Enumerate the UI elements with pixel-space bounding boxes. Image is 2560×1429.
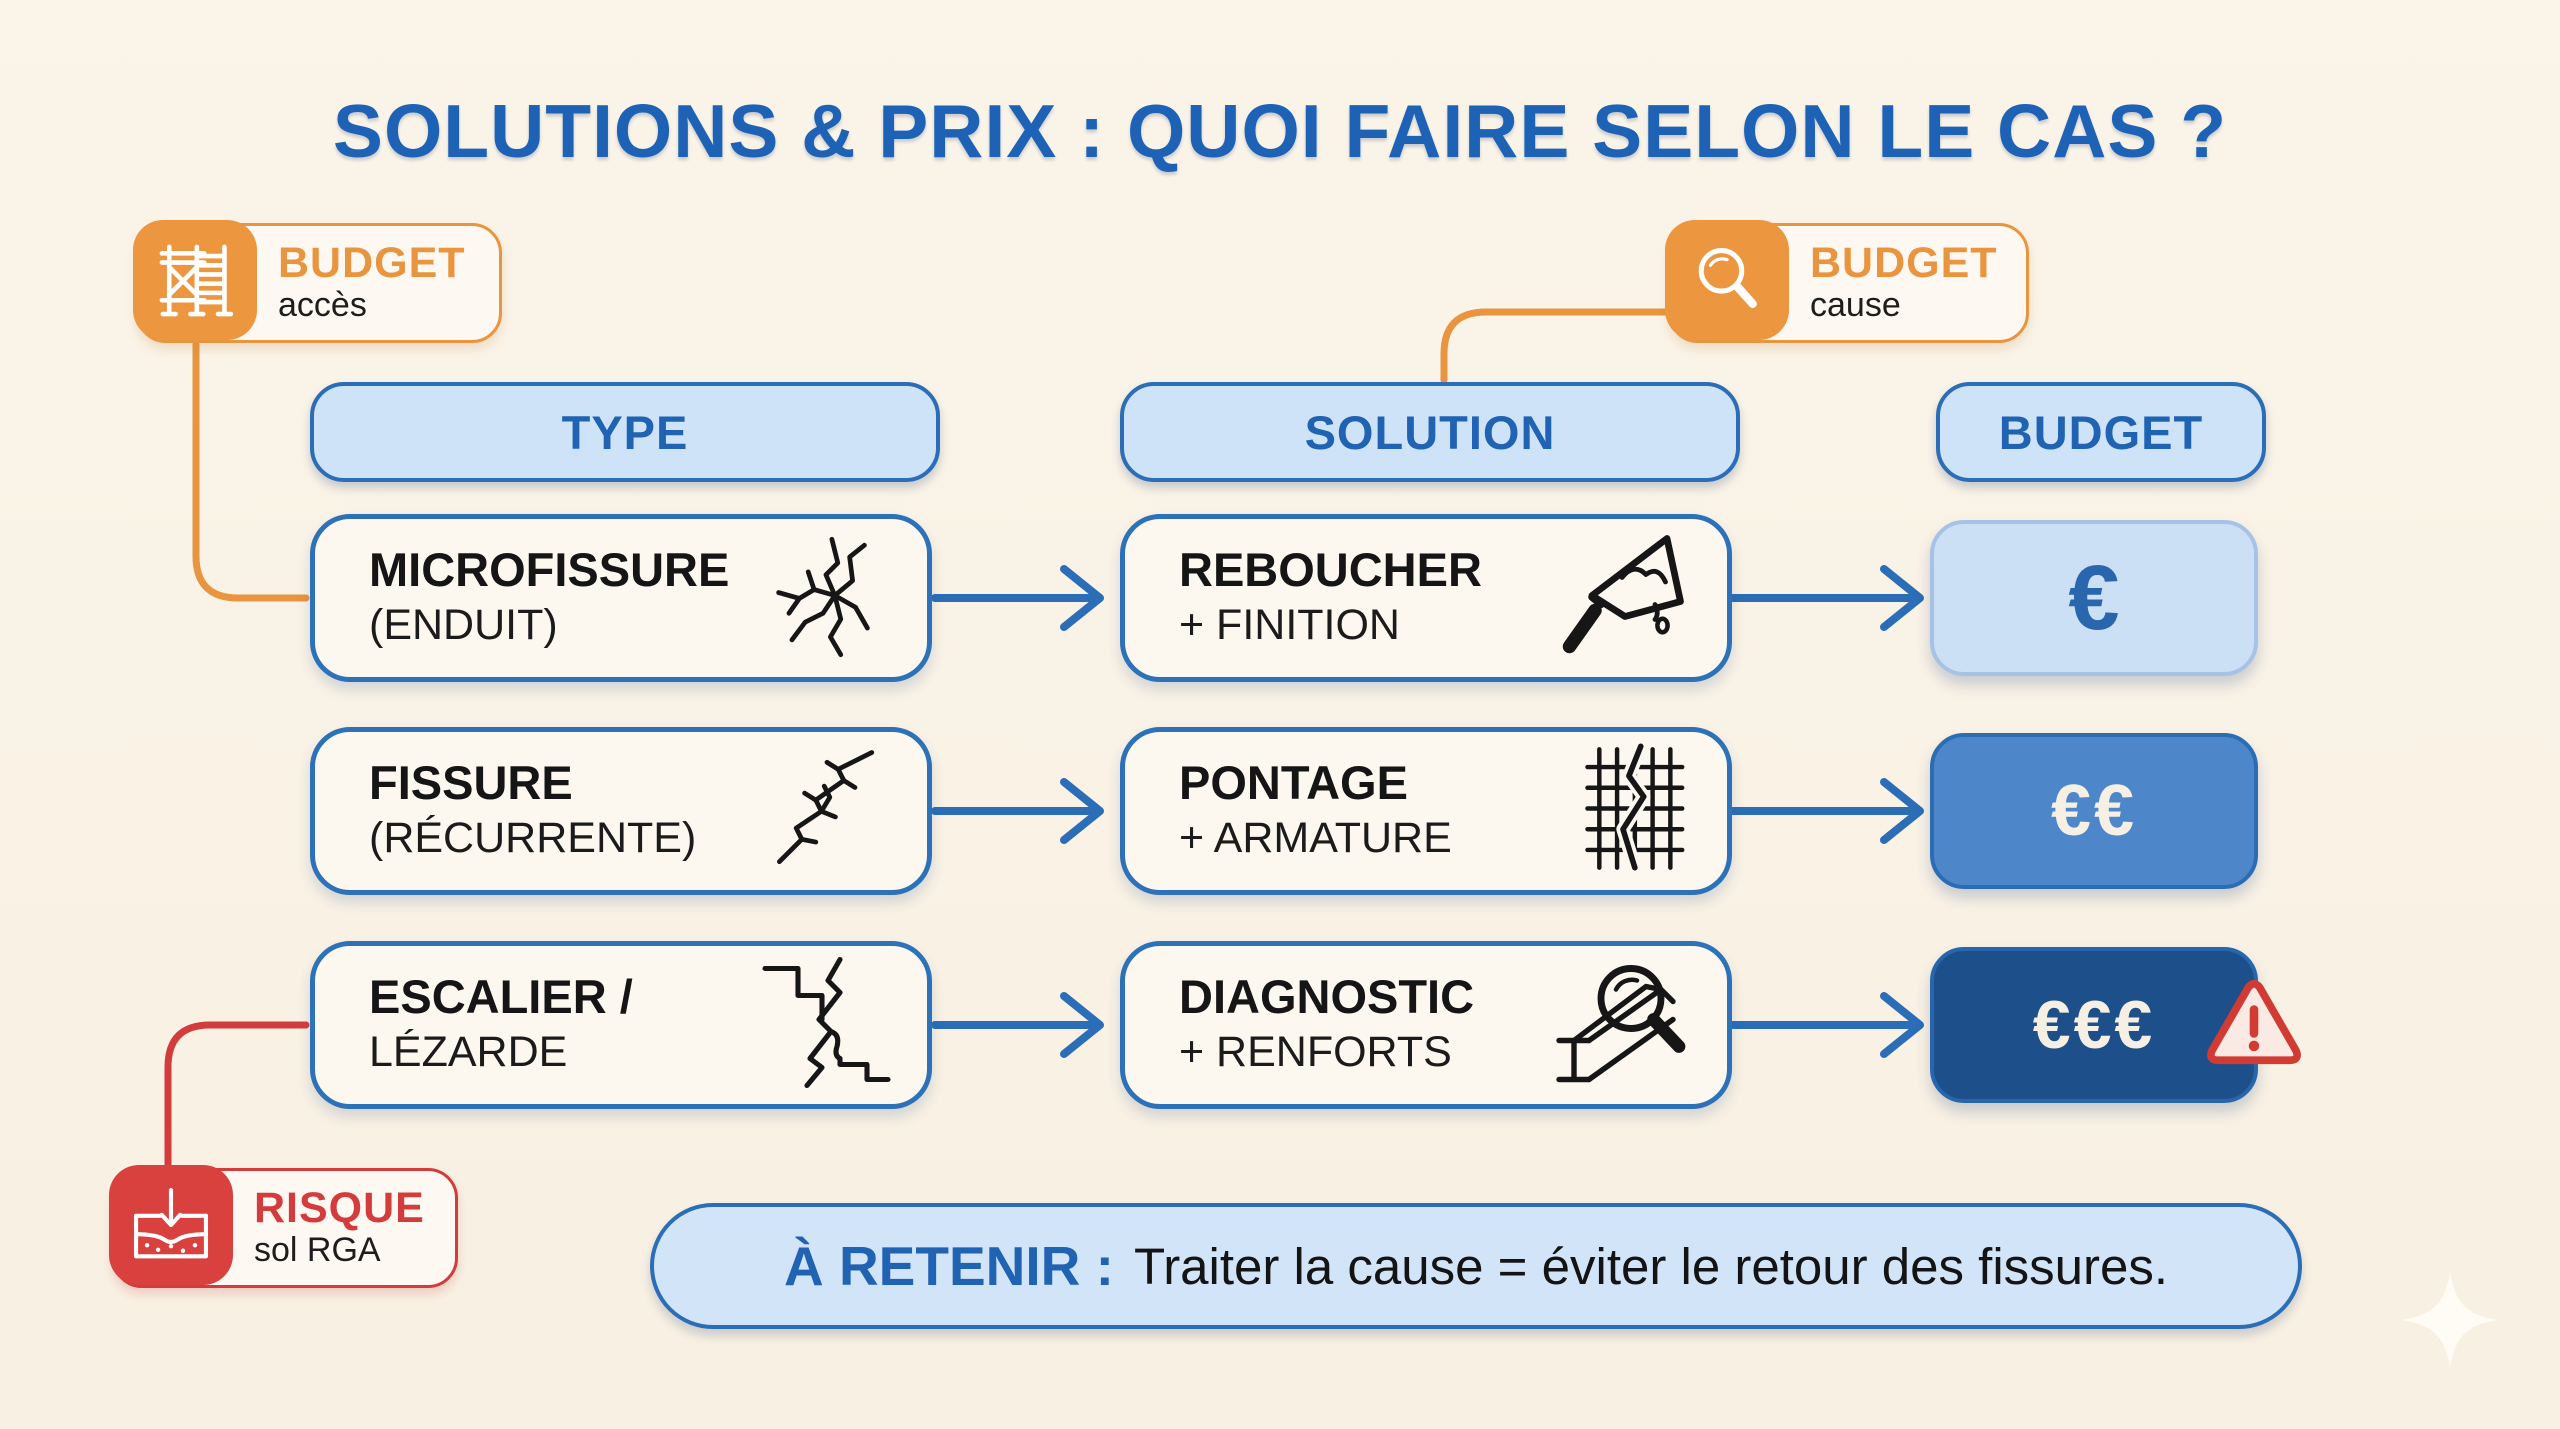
arrow-row1-solution-to-budget <box>1729 565 1924 631</box>
arrow-row3-type-to-solution <box>931 992 1104 1058</box>
page-title: SOLUTIONS & PRIX : QUOI FAIRE SELON LE C… <box>332 89 2228 173</box>
arrow-row2-solution-to-budget <box>1729 778 1924 844</box>
connector-risque <box>164 1021 310 1170</box>
type-subtitle: LÉZARDE <box>369 1027 568 1076</box>
type-subtitle: (RÉCURRENTE) <box>369 813 697 862</box>
badge-sublabel: cause <box>1810 286 1901 325</box>
badge-label: RISQUE <box>254 1183 425 1232</box>
takeaway-text: Traiter la cause = éviter le retour des … <box>1133 1237 2169 1295</box>
solution-box-reboucher: REBOUCHER + FINITION <box>1120 514 1732 682</box>
trowel-icon <box>1547 521 1697 676</box>
badge-label: BUDGET <box>1810 238 1998 287</box>
badge-text: RISQUE sol RGA <box>254 1183 425 1270</box>
arrow-row1-type-to-solution <box>931 565 1104 631</box>
badge-sublabel: accès <box>278 286 367 325</box>
type-box-escalier: ESCALIER / LÉZARDE <box>310 941 932 1109</box>
type-title: FISSURE <box>369 755 573 809</box>
arrow-row2-type-to-solution <box>931 778 1104 844</box>
soil-subsidence-icon <box>109 1165 233 1285</box>
scaffold-icon <box>133 220 257 340</box>
takeaway-label: À RETENIR : <box>783 1235 1114 1297</box>
microcrack-web-icon <box>749 522 897 675</box>
badge-text: BUDGET cause <box>1810 238 1998 325</box>
connector-budget-cause <box>1440 308 1672 384</box>
type-subtitle: (ENDUIT) <box>369 600 558 649</box>
magnifier-icon <box>1665 220 1789 340</box>
sparkle-icon <box>2398 1268 2502 1372</box>
column-header-budget: BUDGET <box>1936 382 2266 482</box>
mesh-armature-icon <box>1549 735 1697 888</box>
badge-sublabel: sol RGA <box>254 1231 381 1270</box>
solution-subtitle: + FINITION <box>1179 600 1400 649</box>
warning-icon <box>2206 978 2302 1066</box>
connector-budget-acces <box>192 340 310 602</box>
column-header-solution: SOLUTION <box>1120 382 1740 482</box>
solution-box-pontage: PONTAGE + ARMATURE <box>1120 727 1732 895</box>
solution-title: REBOUCHER <box>1179 542 1482 596</box>
solution-title: PONTAGE <box>1179 755 1408 809</box>
beam-magnifier-icon <box>1547 948 1697 1103</box>
solution-box-diagnostic: DIAGNOSTIC + RENFORTS <box>1120 941 1732 1109</box>
badge-label: BUDGET <box>278 238 466 287</box>
diagonal-crack-icon <box>757 739 897 884</box>
budget-box-medium: €€ <box>1930 733 2258 889</box>
solution-subtitle: + RENFORTS <box>1179 1027 1452 1076</box>
type-box-microfissure: MICROFISSURE (ENDUIT) <box>310 514 932 682</box>
solution-subtitle: + ARMATURE <box>1179 813 1452 862</box>
stair-crack-icon <box>747 948 897 1103</box>
solution-title: DIAGNOSTIC <box>1179 969 1475 1023</box>
takeaway-bar: À RETENIR : Traiter la cause = éviter le… <box>650 1203 2302 1329</box>
budget-box-high: €€€ <box>1930 947 2258 1103</box>
badge-text: BUDGET accès <box>278 238 466 325</box>
column-header-type: TYPE <box>310 382 940 482</box>
arrow-row3-solution-to-budget <box>1729 992 1924 1058</box>
type-box-fissure: FISSURE (RÉCURRENTE) <box>310 727 932 895</box>
budget-box-low: € <box>1930 520 2258 676</box>
type-title: MICROFISSURE <box>369 542 730 596</box>
type-title: ESCALIER / <box>369 969 633 1023</box>
